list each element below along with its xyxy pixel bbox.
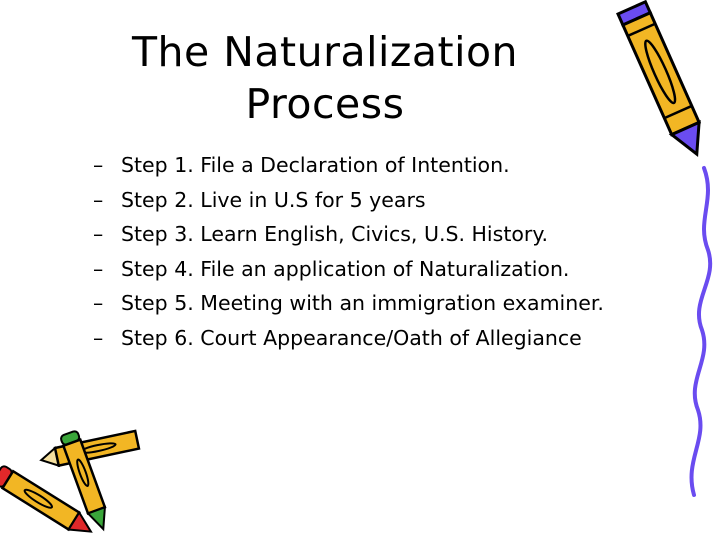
list-item: –Step 1. File a Declaration of Intention…: [93, 153, 510, 177]
list-item: –Step 6. Court Appearance/Oath of Allegi…: [93, 325, 582, 350]
list-item: –Step 3. Learn English, Civics, U.S. His…: [93, 222, 549, 246]
title-line-1: The Naturalization: [131, 28, 519, 76]
steps-list: –Step 1. File a Declaration of Intention…: [93, 148, 604, 355]
list-item: –Step 5. Meeting with an immigration exa…: [93, 291, 604, 315]
title-line-2: Process: [245, 80, 405, 128]
list-item: –Step 2. Live in U.S for 5 years: [93, 187, 426, 212]
crossed-pencils-icon: [0, 429, 141, 533]
list-item: –Step 4. File an application of Naturali…: [93, 256, 570, 281]
slide-title: The Naturalization Process: [100, 26, 550, 130]
